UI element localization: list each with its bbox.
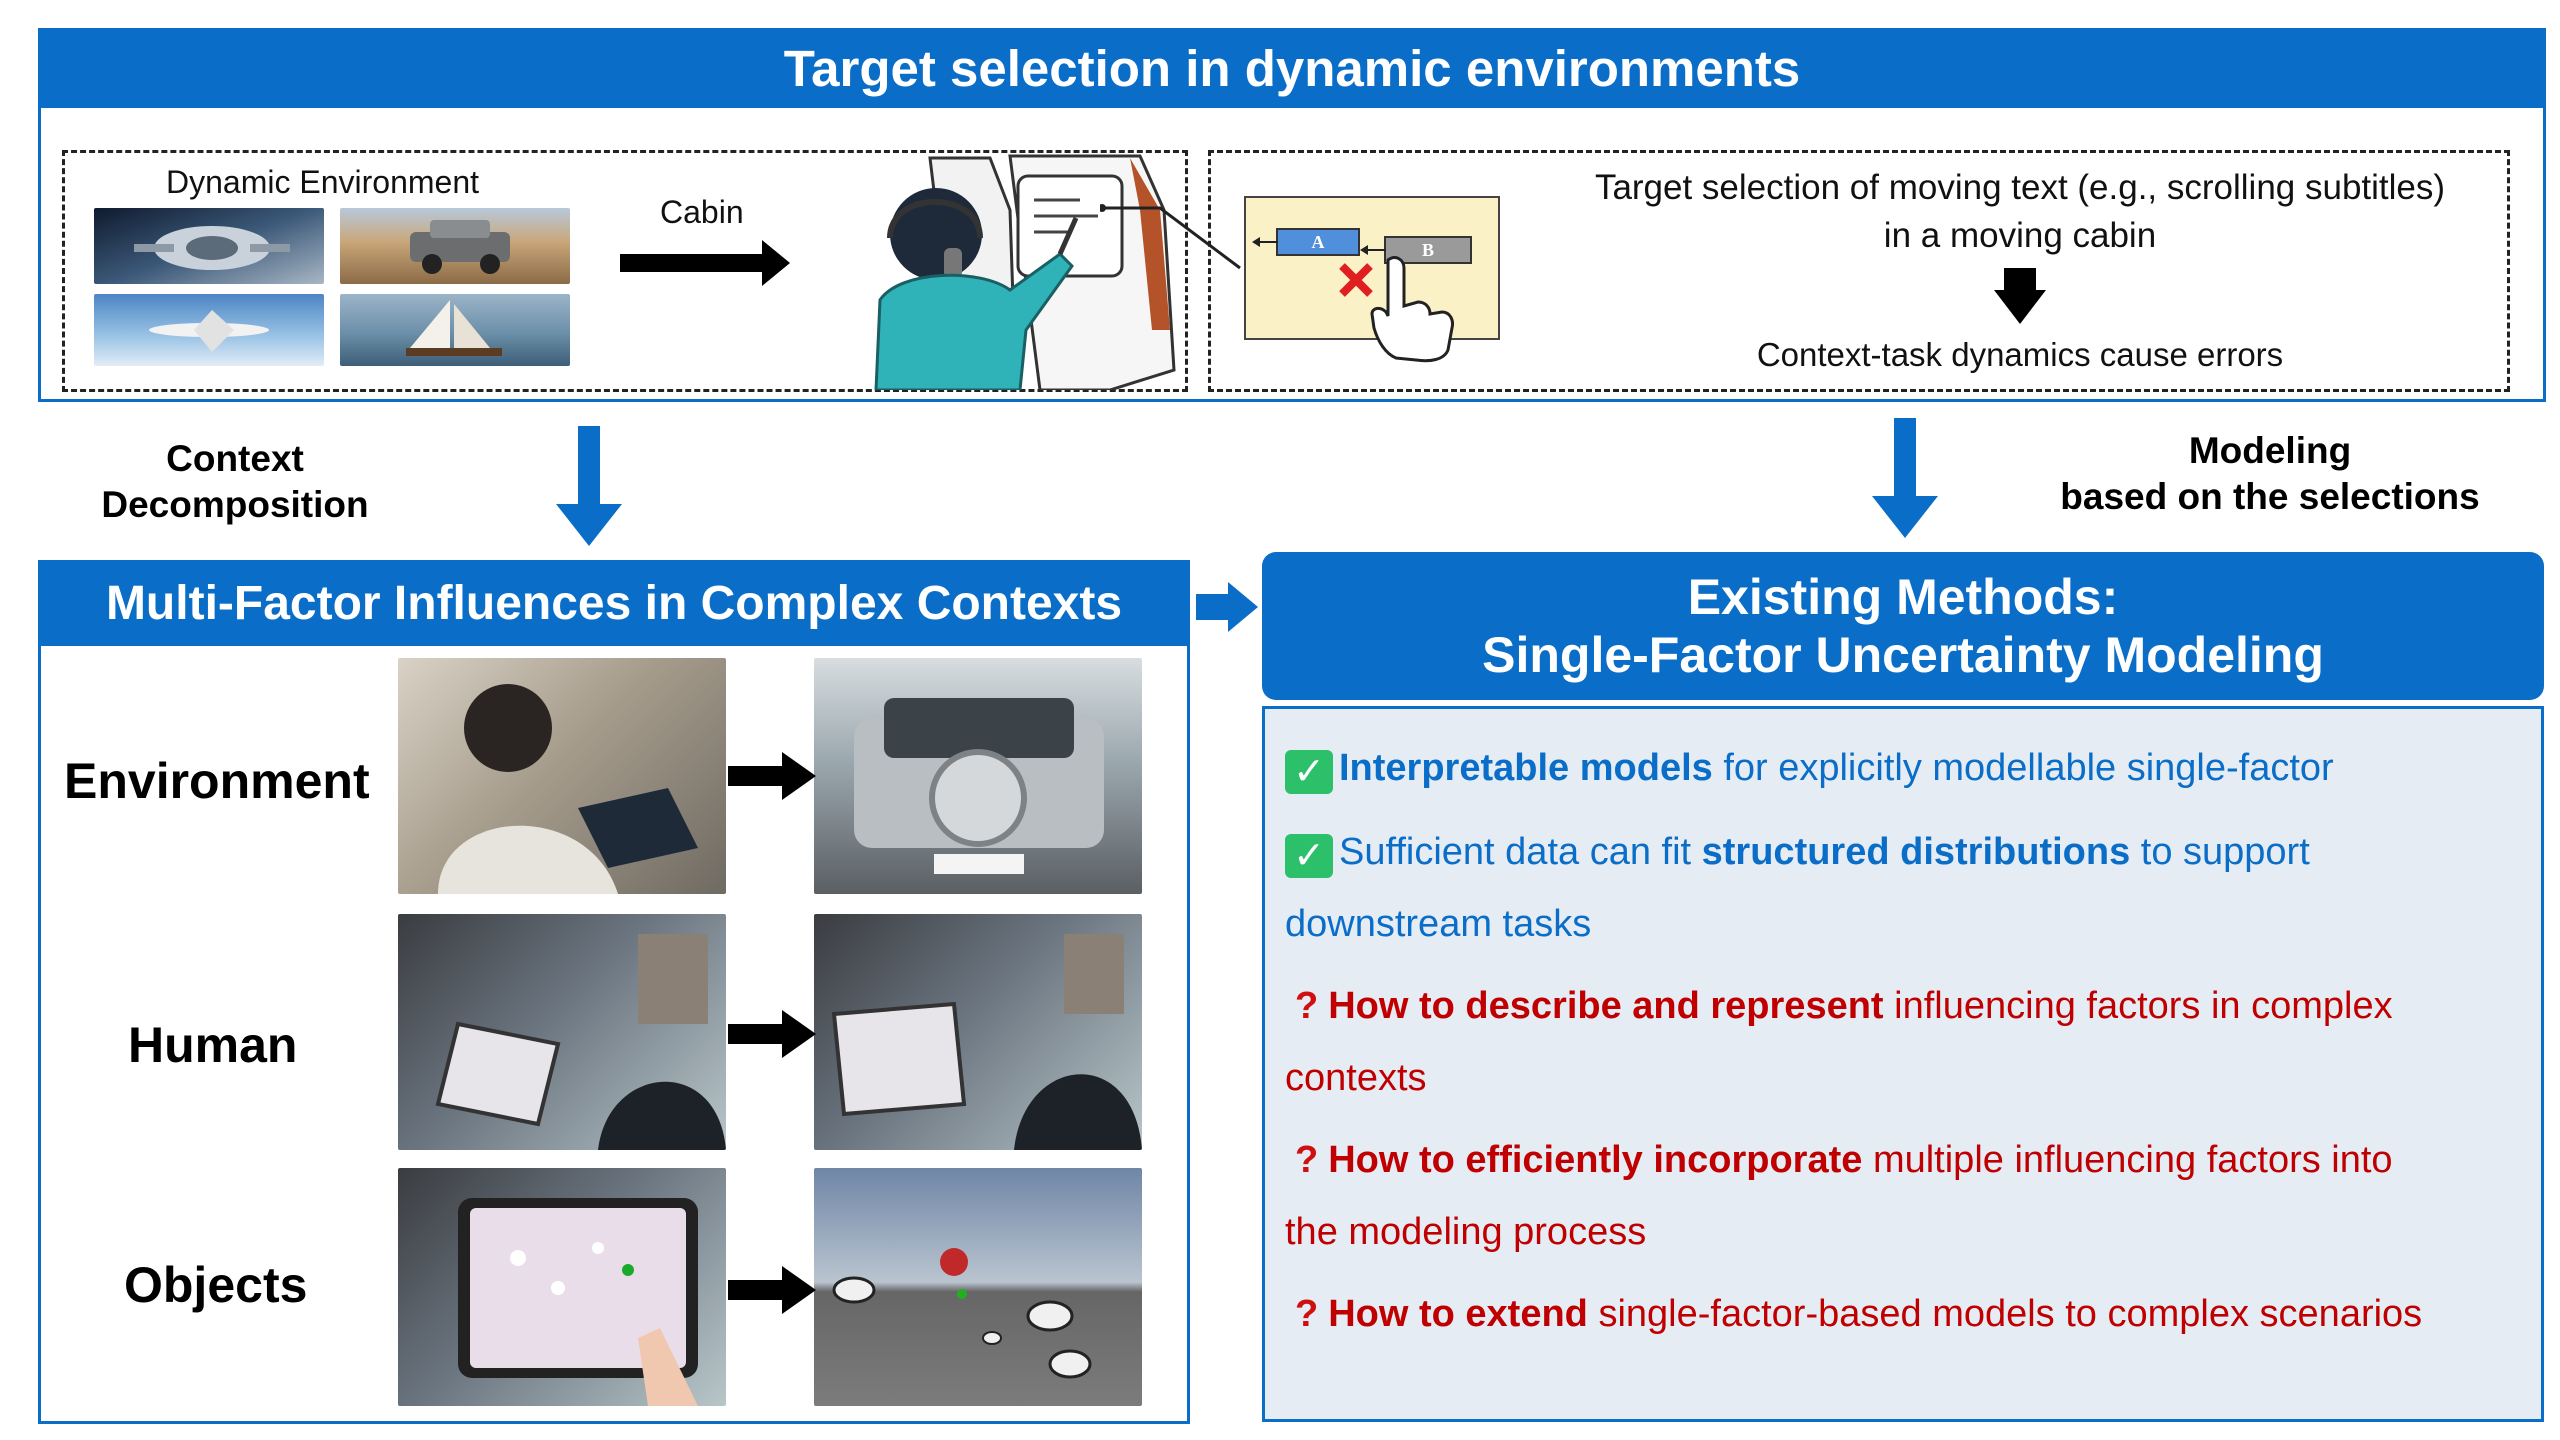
down-arrow-icon [556,504,622,546]
question-icon: ? [1295,985,1319,1027]
factor-environment: Environment [64,753,370,809]
multi-factor-title: Multi-Factor Influences in Complex Conte… [38,560,1190,646]
right-down-arrow-shaft [1894,418,1916,500]
dynamic-environment-label: Dynamic Environment [166,164,479,200]
question-icon: ? [1295,1139,1319,1181]
existing-methods-body: ✓Interpretable models for explicitly mod… [1262,706,2544,1422]
panel-connector-shaft [1196,594,1232,620]
right-arrow-icon [1228,582,1258,632]
cabin-illustration [874,154,1176,390]
down-arrow-shaft [2004,268,2036,292]
row-arrow-shaft [728,1280,786,1300]
target-selection-box [1208,150,2510,392]
existing-methods-title: Existing Methods: Single-Factor Uncertai… [1262,552,2544,700]
question-item-describe: ?How to describe and represent influenci… [1285,985,2393,1028]
q3-rest: single-factor-based models to complex sc… [1587,1293,2423,1335]
car-exterior-photo [814,658,1142,894]
existing-methods-title-line1: Existing Methods: [1687,569,2119,625]
check-item-sufficient-data: ✓Sufficient data can fit structured dist… [1285,831,2310,878]
car-interior-tablet-photo [398,914,726,1150]
question-item-extend: ?How to extend single-factor-based model… [1285,1293,2422,1336]
context-label-line2: Decomposition [101,484,369,525]
car-interior-touch-photo [814,914,1142,1150]
row-arrow-shaft [728,1024,786,1044]
check-item-interpretable: ✓Interpretable models for explicitly mod… [1285,747,2334,794]
left-down-arrow-shaft [578,426,600,508]
down-arrow-icon [1872,496,1938,538]
desert-car-photo [340,208,570,284]
sailboat-photo [340,294,570,366]
check1-bold: Interpretable models [1339,747,1713,789]
top-title: Target selection in dynamic environments [38,28,2546,108]
airplane-photo [94,294,324,366]
row-arrow-shaft [728,766,786,786]
left-arrow-icon [1360,245,1386,255]
question-item-incorporate: ?How to efficiently incorporate multiple… [1285,1139,2393,1182]
spacecraft-photo [94,208,324,284]
factor-objects: Objects [124,1257,308,1313]
check2-post: to support [2130,831,2310,873]
tablet-targets-photo [398,1168,726,1406]
right-arrow-icon [782,1266,816,1314]
question-icon: ? [1295,1293,1319,1335]
q3-bold: How to extend [1328,1293,1588,1335]
q2-bold: How to efficiently incorporate [1328,1139,1863,1181]
selection-description-line1: Target selection of moving text (e.g., s… [1594,168,2446,207]
modeling-label-line2: based on the selections [2060,476,2480,517]
connector-line [1100,204,1241,270]
context-label-line1: Context [166,438,304,479]
check-icon: ✓ [1285,750,1333,794]
cabin-arrow-shaft [620,254,768,272]
right-arrow-icon [782,752,816,800]
desk-tablet-photo [398,658,726,894]
cross-icon [1339,263,1373,297]
target-a-button[interactable]: A [1276,228,1360,256]
selection-description-line2: in a moving cabin [1883,216,2157,255]
right-arrow-icon [762,240,790,286]
hand-pointer-icon [1370,256,1454,363]
factor-human: Human [128,1017,298,1073]
errors-text: Context-task dynamics cause errors [1756,336,2284,373]
q2-rest: multiple influencing factors into [1862,1139,2393,1181]
modeling-label: Modeling based on the selections [2030,428,2510,520]
check2-line2: downstream tasks [1285,903,1592,945]
check1-rest: for explicitly modellable single-factor [1712,747,2334,789]
check2-bold: structured distributions [1701,831,2131,873]
cabin-label: Cabin [660,194,744,230]
q1-rest: influencing factors in complex [1883,985,2393,1027]
q2-line2: the modeling process [1285,1211,1647,1253]
down-arrow-icon [1994,290,2046,324]
modeling-label-line1: Modeling [2188,430,2352,471]
check-icon: ✓ [1285,834,1333,878]
left-arrow-icon [1252,237,1278,247]
check2-pre: Sufficient data can fit [1339,831,1702,873]
dynamic-environment-box [62,150,1188,392]
right-arrow-icon [782,1010,816,1058]
existing-methods-title-line2: Single-Factor Uncertainty Modeling [1482,627,2324,683]
q1-line2: contexts [1285,1057,1427,1099]
virtual-targets-render [814,1168,1142,1406]
context-decomposition-label: Context Decomposition [70,436,400,528]
q1-bold: How to describe and represent [1328,985,1884,1027]
